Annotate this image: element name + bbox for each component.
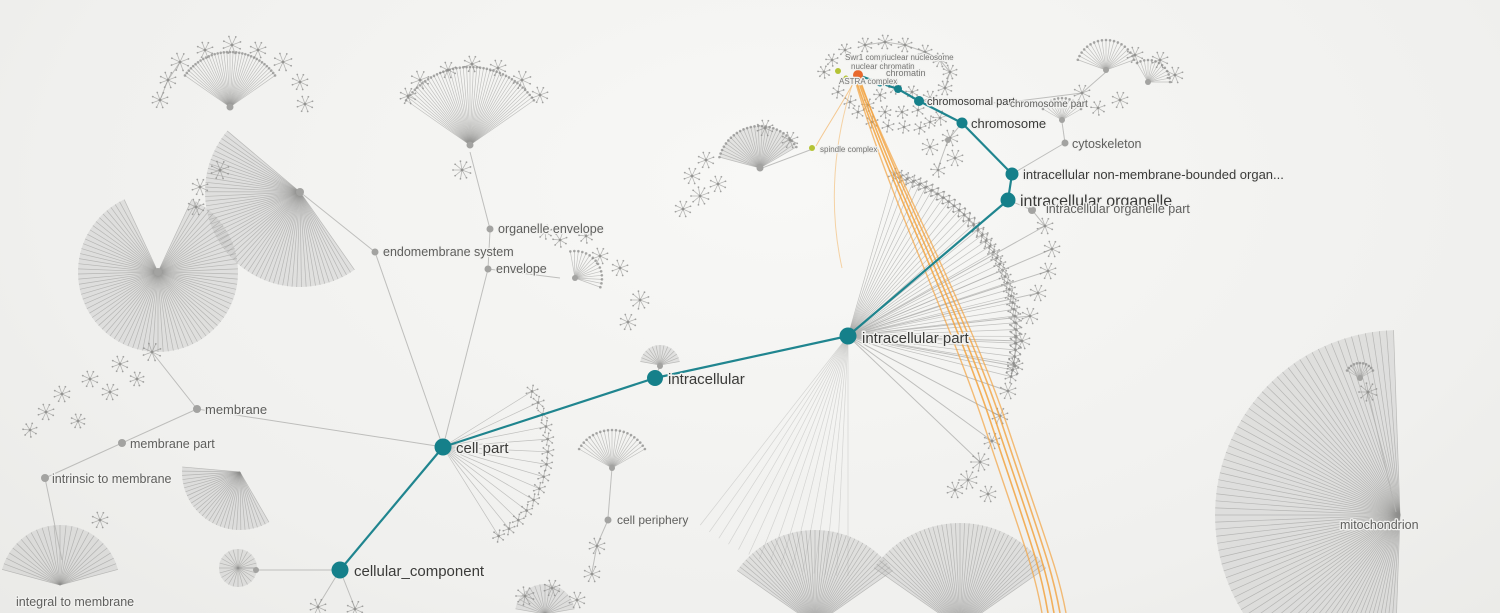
node-intracellular[interactable] [647, 370, 663, 386]
term-node-muted[interactable] [118, 439, 126, 447]
label-muted: membrane [205, 402, 267, 417]
term-node-muted[interactable] [1357, 375, 1363, 381]
label-muted: membrane part [130, 437, 215, 451]
label-muted: integral to membrane [16, 595, 134, 609]
term-node-muted[interactable] [41, 474, 49, 482]
fan-clusters [1, 38, 1401, 613]
term-node-muted[interactable] [945, 137, 951, 143]
node-chromosomal_part[interactable] [914, 96, 924, 106]
term-node-muted[interactable] [1061, 139, 1069, 147]
highlighted-term-nodes[interactable] [331, 68, 1019, 579]
term-node-muted[interactable] [609, 465, 615, 471]
label-intracellular_part: intracellular part [862, 330, 970, 347]
term-node-muted[interactable] [486, 225, 494, 233]
term-node-muted[interactable] [1028, 206, 1036, 214]
node-intracellular_part[interactable] [839, 327, 857, 345]
label-muted: nuclear chromatin [851, 62, 915, 71]
label-non_membrane: intracellular non-membrane-bounded organ… [1023, 167, 1284, 182]
label-muted: cell periphery [617, 513, 688, 527]
term-node-muted[interactable] [371, 248, 379, 256]
aster-clusters [22, 34, 1378, 613]
node-link2[interactable] [876, 79, 884, 87]
node-cellular_component[interactable] [331, 561, 349, 579]
highlighted-path-edges [339, 73, 1014, 571]
node-cell_part[interactable] [434, 438, 452, 456]
label-muted: chromatin [886, 68, 926, 78]
term-node-muted[interactable] [193, 405, 201, 413]
label-muted: chromosome part [1010, 99, 1088, 110]
term-node-muted[interactable] [572, 275, 578, 281]
label-muted: ASTRA complex [839, 77, 897, 86]
lime-term-dot[interactable] [835, 68, 841, 74]
label-muted: envelope [496, 262, 547, 276]
muted-edges [44, 41, 1397, 609]
term-node-muted[interactable] [1103, 67, 1109, 73]
label-chromosome: chromosome [971, 116, 1046, 131]
node-intracellular_organelle[interactable] [1000, 192, 1016, 208]
node-non_membrane[interactable] [1005, 167, 1019, 181]
label-muted: endomembrane system [383, 245, 514, 259]
label-cell_part: cell part [456, 440, 509, 457]
term-labels: cellular_component cell part intracellular… [15, 52, 1420, 611]
label-muted: mitochondrion [1340, 518, 1419, 532]
label-intracellular: intracellular [668, 371, 745, 388]
term-node-muted[interactable] [1145, 79, 1151, 85]
label-muted: spindle complex [820, 145, 877, 154]
term-node-muted[interactable] [657, 363, 663, 369]
lime-term-dot[interactable] [809, 145, 815, 151]
label-cellular_component: cellular_component [354, 563, 485, 580]
label-muted: intracellular organelle part [1046, 202, 1190, 216]
term-node-muted[interactable] [296, 188, 304, 196]
label-muted: organelle envelope [498, 222, 604, 236]
node-chromosome[interactable] [956, 117, 968, 129]
label-intracellular_organelle: intracellular organelle [1020, 193, 1172, 210]
orange-edge-bundle [815, 79, 1067, 613]
term-node-muted[interactable] [466, 141, 474, 149]
term-node-muted[interactable] [484, 265, 492, 273]
label-muted: cytoskeleton [1072, 137, 1142, 151]
muted-term-nodes[interactable] [41, 67, 1363, 573]
term-node-muted[interactable] [253, 567, 259, 573]
term-node-muted[interactable] [756, 164, 764, 172]
term-node-muted[interactable] [604, 516, 612, 524]
node-nucleosome_hub[interactable] [853, 70, 863, 80]
node-link1[interactable] [894, 85, 902, 93]
term-node-muted[interactable] [1059, 117, 1065, 123]
term-node-muted[interactable] [226, 103, 234, 111]
label-muted: intrinsic to membrane [52, 472, 172, 486]
label-muted: nuclear nucleosome [882, 53, 954, 62]
lime-term-dot[interactable] [843, 75, 849, 81]
label-muted: Swr1 complex [845, 53, 895, 62]
term-node-muted[interactable] [154, 268, 162, 276]
label-chromosomal_part: chromosomal part [927, 96, 1015, 108]
term-node-muted[interactable] [999, 100, 1005, 106]
